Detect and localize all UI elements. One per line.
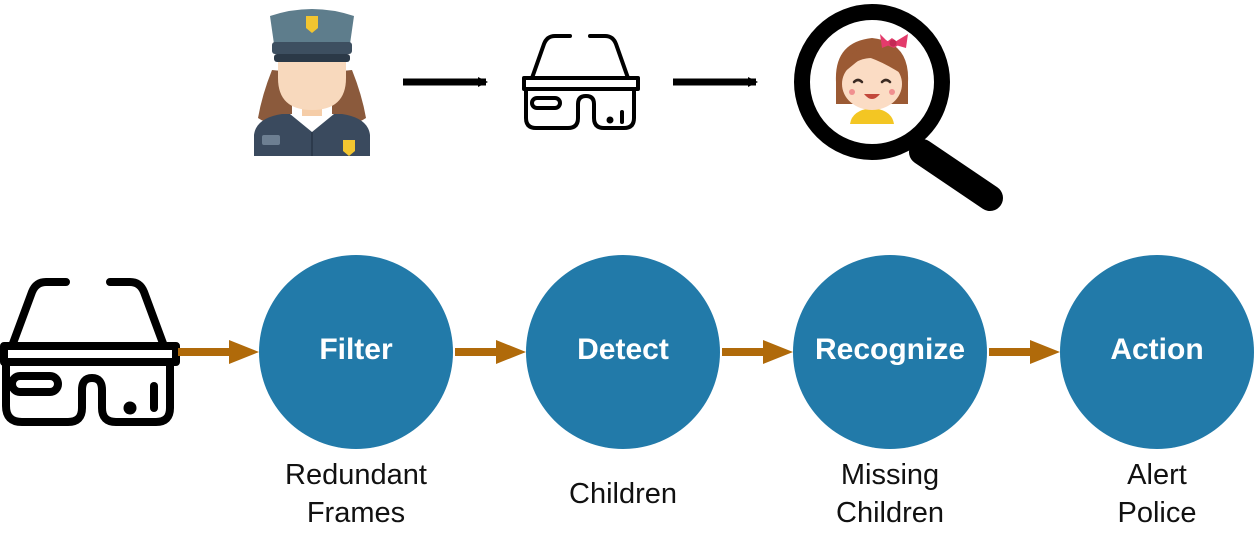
arrow-filter-to-detect <box>455 340 526 364</box>
step-caption-recognize-line1: Missing <box>841 459 939 491</box>
arrow-detect-to-recognize <box>722 340 793 364</box>
step-caption-recognize-line2: Children <box>836 497 944 529</box>
step-action: Action Alert Police <box>1060 255 1254 529</box>
step-circle-detect <box>526 255 720 449</box>
step-caption-detect: Children <box>569 478 677 510</box>
smart-glasses-icon <box>522 34 640 130</box>
smart-glasses-source-icon <box>0 278 180 426</box>
step-circle-action <box>1060 255 1254 449</box>
magnifier-child-face-icon <box>794 4 1003 211</box>
pipeline-arrows <box>178 340 1060 364</box>
step-caption-action-line2: Police <box>1118 497 1197 529</box>
step-caption-filter-line1: Redundant <box>285 459 427 491</box>
step-label-action: Action <box>1110 333 1203 366</box>
step-circle-filter <box>259 255 453 449</box>
step-circle-recognize <box>793 255 987 449</box>
step-caption-action-line1: Alert <box>1127 459 1187 491</box>
arrow-glasses-to-filter <box>178 340 259 364</box>
step-label-detect: Detect <box>577 333 669 366</box>
step-detect: Detect Children <box>526 255 720 510</box>
police-officer-icon <box>254 9 370 156</box>
step-recognize: Recognize Missing Children <box>793 255 987 529</box>
step-label-recognize: Recognize <box>815 333 965 366</box>
step-caption-filter-line2: Frames <box>307 497 405 529</box>
arrow-recognize-to-action <box>989 340 1060 364</box>
step-filter: Filter Redundant Frames <box>259 255 453 529</box>
step-label-filter: Filter <box>319 333 393 366</box>
